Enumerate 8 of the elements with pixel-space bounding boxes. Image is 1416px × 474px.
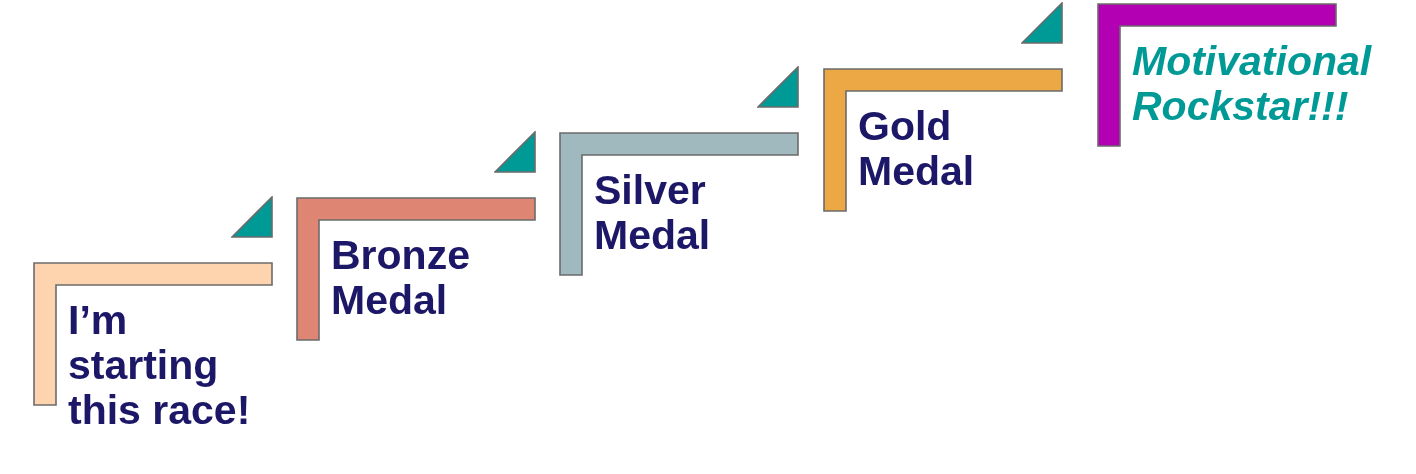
stair-step: [559, 132, 799, 276]
stair-step: [823, 68, 1063, 212]
step-label: Silver Medal: [594, 168, 712, 258]
step-label: Motivational Rockstar!!!: [1132, 39, 1373, 129]
step-label: Bronze Medal: [331, 233, 471, 323]
stair-step: [296, 197, 536, 341]
step-label: Gold Medal: [858, 104, 976, 194]
step-label: I’m starting this race!: [68, 298, 252, 433]
